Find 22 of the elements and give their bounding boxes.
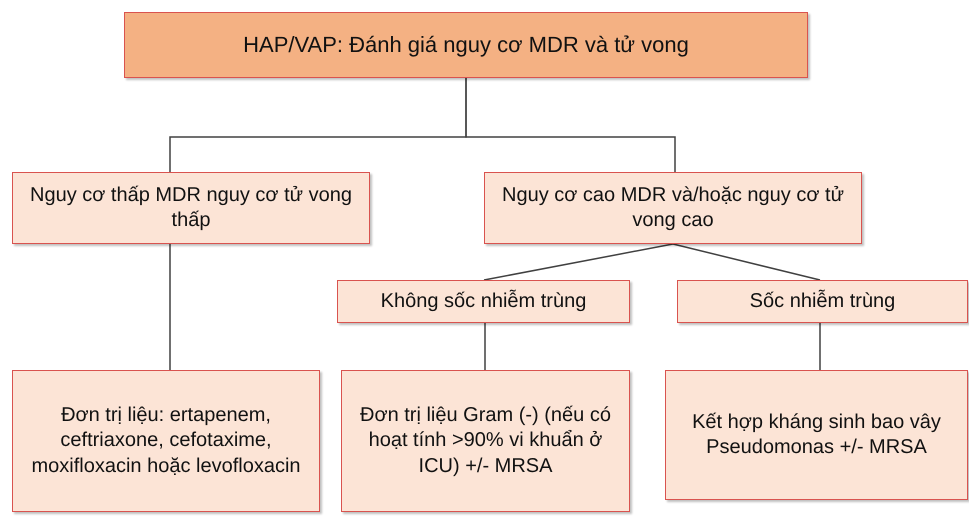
process-box — [12, 172, 370, 244]
process-box — [12, 370, 320, 512]
process-box — [341, 370, 630, 512]
connector-line — [169, 244, 171, 370]
box-text: Đơn trị liệu Gram (-) (nếu có hoạt tính >90% vi khuẩn ở ICU) +/- MRSA — [359, 402, 612, 479]
box-text: Không sốc nhiễm trùng — [380, 288, 586, 314]
connector-line — [484, 243, 674, 281]
box-text: Đơn trị liệu: ertapenem, ceftriaxone, cefotaxime, moxifloxacin hoặc levofloxacin — [30, 402, 302, 479]
box-text: Nguy cơ cao MDR và/hoặc nguy cơ tử vong cao — [501, 182, 845, 233]
box-text: Sốc nhiễm trùng — [750, 288, 896, 314]
connector-line — [465, 78, 676, 172]
connector-line — [819, 323, 821, 370]
box-text: Kết hợp kháng sinh bao vây Pseudomonas +/- MRSA — [691, 410, 942, 460]
process-box — [124, 12, 808, 78]
box-text: Nguy cơ thấp MDR nguy cơ tử vong thấp — [29, 182, 353, 233]
process-box — [484, 172, 862, 244]
connector-line — [672, 243, 820, 281]
process-box — [677, 280, 968, 323]
connector-line — [484, 323, 486, 370]
process-box — [665, 370, 968, 500]
process-box — [337, 280, 630, 323]
box-text: HAP/VAP: Đánh giá nguy cơ MDR và tử vong — [243, 31, 689, 59]
